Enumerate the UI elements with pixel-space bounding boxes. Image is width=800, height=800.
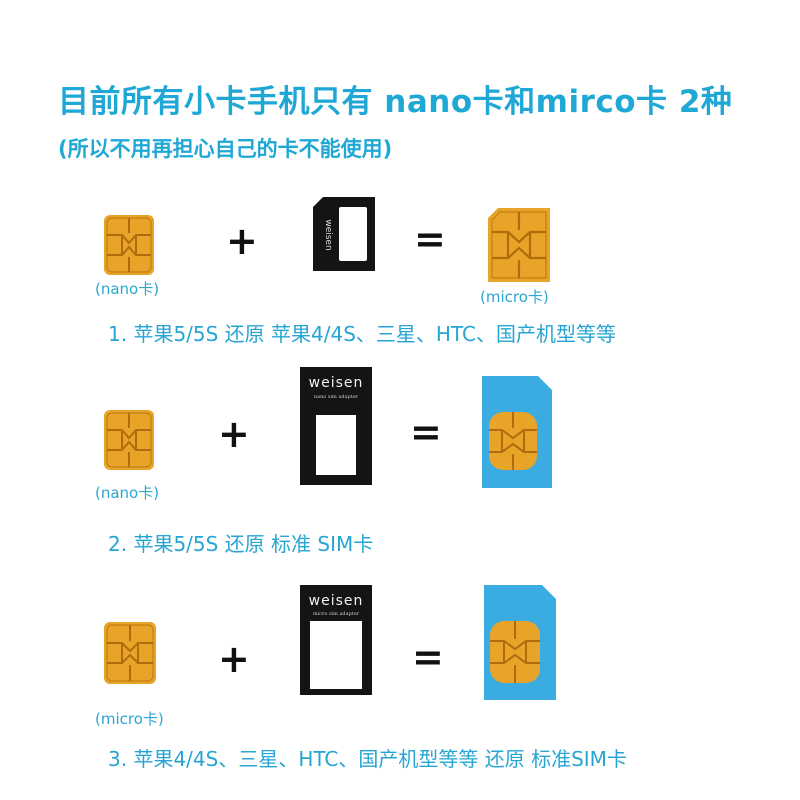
row2-caption: 2. 苹果5/5S 还原 标准 SIM卡 [108,532,374,556]
nano-sim-chip-icon [104,215,154,275]
svg-text:weisen: weisen [323,219,333,250]
micro-sim-chip-icon [488,208,550,282]
row2-left-label: (nano卡) [95,484,160,502]
adapter-subtitle-text: nano sim adapter [313,394,359,400]
nano-adapter: weisen nano sim adapter [300,367,372,485]
page-title: 目前所有小卡手机只有 nano卡和mirco卡 2种 [58,84,733,120]
adapter-subtitle-text: micro sim adapter [312,611,360,617]
row3-plus-sign: + [218,637,250,681]
micro-adapter-icon [300,585,372,695]
row1-right-label: (micro卡) [480,288,549,306]
standard-sim-card-icon [482,376,552,488]
nano-sim-chip-icon [104,410,154,470]
micro-adapter: weisen micro sim adapter [300,585,372,695]
micro-sim-chip-icon [104,622,156,684]
row2-plus-sign: + [218,412,250,456]
row1-plus-sign: + [226,219,258,263]
adapter-brand-text: weisen [308,593,364,609]
row3-equals-sign: = [412,635,444,679]
nano-adapter-icon [300,367,372,485]
standard-sim-card-icon [484,585,556,700]
row1-caption: 1. 苹果5/5S 还原 苹果4/4S、三星、HTC、国产机型等等 [108,322,616,346]
row3-left-label: (micro卡) [95,710,164,728]
row2-equals-sign: = [410,410,442,454]
adapter-brand-text: weisen [308,375,364,391]
row3-caption: 3. 苹果4/4S、三星、HTC、国产机型等等 还原 标准SIM卡 [108,747,627,771]
micro-adapter-icon: weisen [313,197,375,271]
row1-equals-sign: = [414,217,446,261]
row1-left-label: (nano卡) [95,280,160,298]
page-subtitle: (所以不用再担心自己的卡不能使用) [58,137,393,161]
